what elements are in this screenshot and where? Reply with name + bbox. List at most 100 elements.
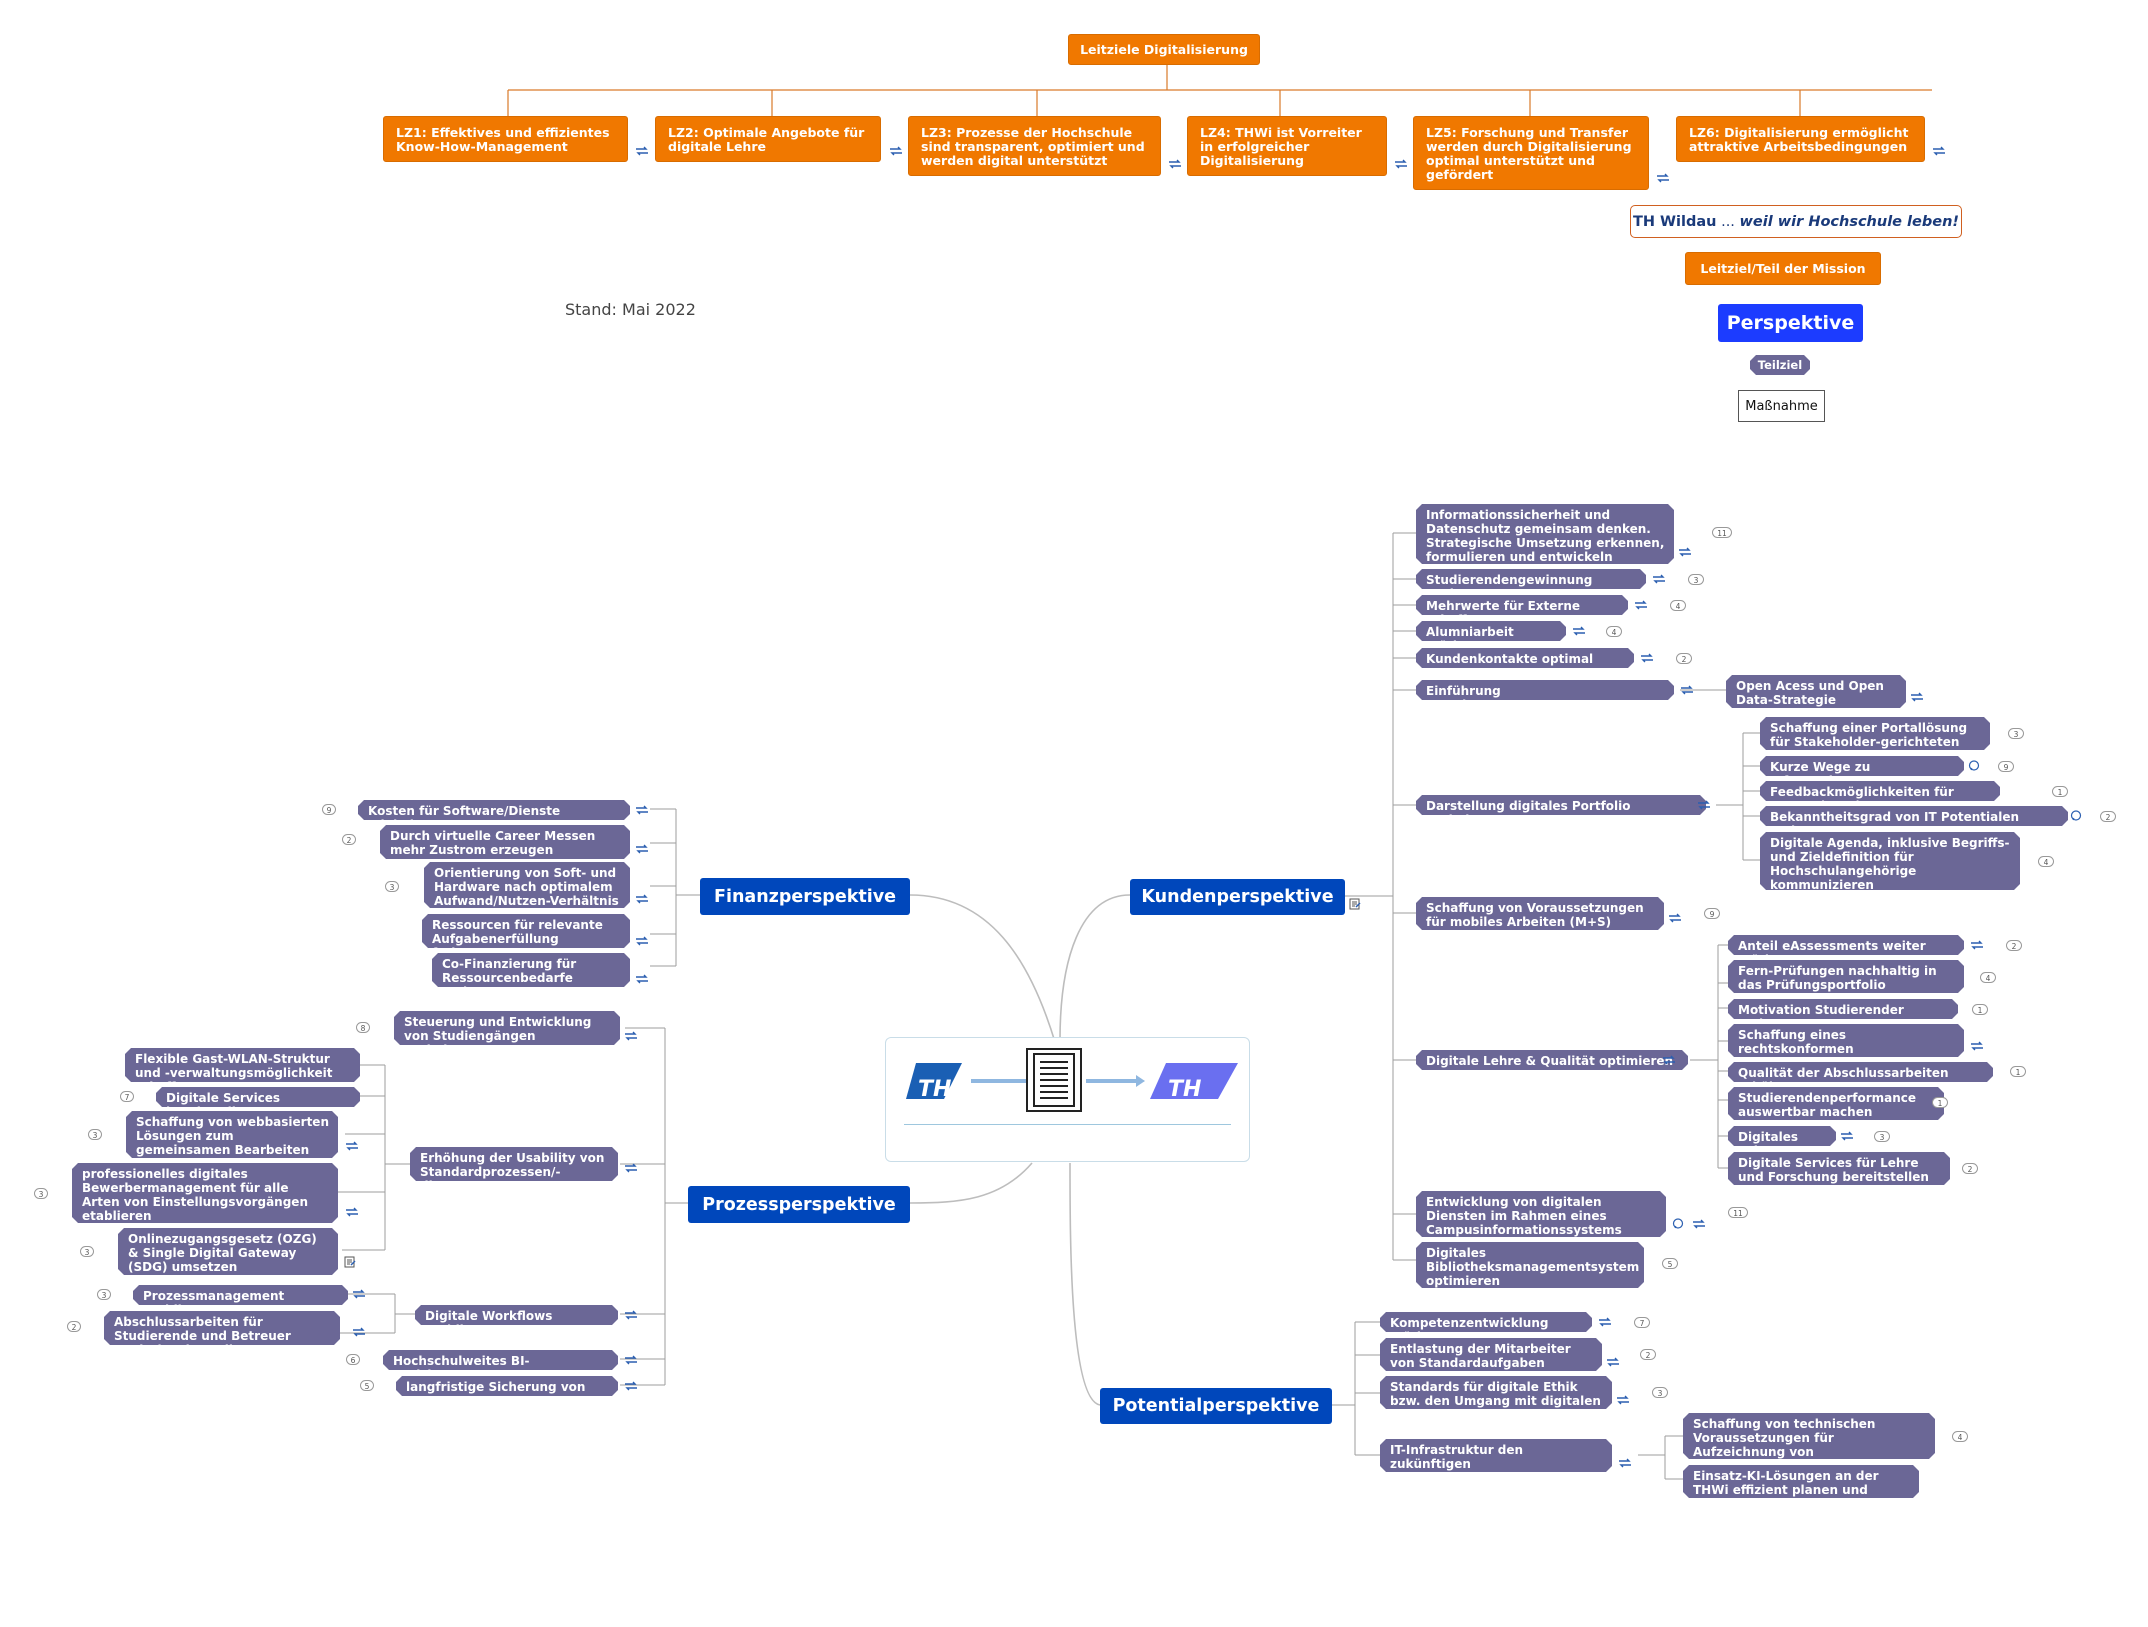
link-icon[interactable] xyxy=(1656,172,1670,184)
usability-child[interactable]: Flexible Gast-WLAN-Struktur und -verwalt… xyxy=(125,1048,360,1082)
portfolio-child[interactable]: Digitale Agenda, inklusive Begriffs- und… xyxy=(1760,832,2020,890)
link-icon[interactable] xyxy=(635,973,649,985)
link-icon[interactable] xyxy=(1634,599,1648,611)
link-icon[interactable] xyxy=(624,1162,638,1174)
comment-icon[interactable] xyxy=(1968,760,1980,772)
forschung-child[interactable]: Open Acess und Open Data-Strategie ausba… xyxy=(1726,675,1906,708)
prozess-workflows[interactable]: Digitale Workflows etablieren xyxy=(415,1305,618,1325)
link-icon[interactable] xyxy=(1652,573,1666,585)
goal-lz5[interactable]: LZ5: Forschung und Transfer werden durch… xyxy=(1413,116,1649,190)
kunden-item[interactable]: Kundenkontakte optimal nutzen xyxy=(1416,648,1634,668)
portfolio-child[interactable]: Feedbackmöglichkeiten für Nutzer (S+M) xyxy=(1760,781,2000,801)
kunden-item[interactable]: Einführung Forschungsmanagement xyxy=(1416,680,1674,700)
link-icon[interactable] xyxy=(1598,1316,1612,1328)
link-icon[interactable] xyxy=(635,145,649,157)
link-icon[interactable] xyxy=(1616,1394,1630,1406)
comment-icon[interactable] xyxy=(1672,1218,1684,1230)
finanz-item[interactable]: Orientierung von Soft- und Hardware nach… xyxy=(424,862,630,908)
link-icon[interactable] xyxy=(1697,799,1711,811)
prozess-bi[interactable]: Hochschulweites BI-Berichtswesen xyxy=(383,1350,618,1370)
prozess-daten[interactable]: langfristige Sicherung von Daten xyxy=(396,1376,618,1396)
link-icon[interactable] xyxy=(1678,546,1692,558)
link-icon[interactable] xyxy=(635,843,649,855)
main-goal[interactable]: Leitziele Digitalisierung xyxy=(1068,34,1260,65)
link-icon[interactable] xyxy=(1680,684,1694,696)
usability-child[interactable]: professionelles digitales Bewerbermanage… xyxy=(72,1163,338,1223)
link-icon[interactable] xyxy=(345,1140,359,1152)
potential-item[interactable]: Entlastung der Mitarbeiter von Standarda… xyxy=(1380,1338,1602,1371)
kunden-item[interactable]: Alumniarbeit stärken xyxy=(1416,621,1566,641)
note-icon[interactable] xyxy=(1349,898,1361,910)
link-icon[interactable] xyxy=(624,1030,638,1042)
potential-item[interactable]: Kompetenzentwicklung stärken xyxy=(1380,1312,1592,1332)
lehre-child[interactable]: Studierendenperformance auswertbar mache… xyxy=(1728,1087,1944,1120)
potential-perspective[interactable]: Potentialperspektive xyxy=(1100,1388,1332,1424)
portfolio-child[interactable]: Kurze Wege zu Informationen xyxy=(1760,756,1964,776)
lehre-child[interactable]: Anteil eAssessments weiter stärken xyxy=(1728,935,1964,955)
link-icon[interactable] xyxy=(1662,1054,1676,1066)
finanz-perspective[interactable]: Finanzperspektive xyxy=(700,878,910,915)
kunden-perspective[interactable]: Kundenperspektive xyxy=(1130,879,1345,915)
link-icon[interactable] xyxy=(635,935,649,947)
usability-child[interactable]: Schaffung von webbasierten Lösungen zum … xyxy=(126,1111,338,1158)
goal-lz4[interactable]: LZ4: THWi ist Vorreiter in erfolgreicher… xyxy=(1187,116,1387,176)
usability-child[interactable]: Digitale Services bereitstellen xyxy=(156,1087,360,1107)
kunden-item[interactable]: Schaffung von Voraussetzungen für mobile… xyxy=(1416,897,1664,930)
link-icon[interactable] xyxy=(345,1206,359,1218)
goal-lz3[interactable]: LZ3: Prozesse der Hochschule sind transp… xyxy=(908,116,1161,176)
lehre-child[interactable]: Digitales Labor xyxy=(1728,1126,1836,1146)
link-icon[interactable] xyxy=(1668,912,1682,924)
finanz-item[interactable]: Durch virtuelle Career Messen mehr Zustr… xyxy=(380,825,630,859)
usability-child[interactable]: Onlinezugangsgesetz (OZG) & Single Digit… xyxy=(118,1228,338,1275)
link-icon[interactable] xyxy=(1394,158,1408,170)
prozess-usability[interactable]: Erhöhung der Usability von Standardproze… xyxy=(410,1147,618,1181)
link-icon[interactable] xyxy=(635,804,649,816)
link-icon[interactable] xyxy=(1168,158,1182,170)
kunden-item[interactable]: Mehrwerte für Externe schaffen xyxy=(1416,595,1628,615)
link-icon[interactable] xyxy=(1606,1356,1620,1368)
center-logo-box[interactable]: TH TH xyxy=(885,1037,1250,1162)
kunden-item[interactable]: Digitales Bibliotheksmanagementsystem op… xyxy=(1416,1242,1644,1288)
finanz-item[interactable]: Kosten für Software/Dienste minimieren xyxy=(358,800,630,820)
kunden-item[interactable]: Studierendengewinnung ausbauen xyxy=(1416,569,1646,589)
link-icon[interactable] xyxy=(1970,939,1984,951)
note-icon[interactable] xyxy=(344,1256,356,1268)
potential-item[interactable]: Standards für digitale Ethik bzw. den Um… xyxy=(1380,1376,1612,1409)
portfolio-child[interactable]: Bekanntheitsgrad von IT Potentialen stei… xyxy=(1760,806,2068,826)
goal-lz1[interactable]: LZ1: Effektives und effizientes Know-How… xyxy=(383,116,628,162)
lehre-child[interactable]: Schaffung eines rechtskonformen Langzeit… xyxy=(1728,1024,1964,1057)
link-icon[interactable] xyxy=(1970,1040,1984,1052)
finanz-item[interactable]: Ressourcen für relevante Aufgabenerfüllu… xyxy=(422,914,630,948)
lehre-child[interactable]: Digitale Services für Lehre und Forschun… xyxy=(1728,1152,1950,1185)
lehre-child[interactable]: Qualität der Abschlussarbeiten erhöhen xyxy=(1728,1062,1993,1082)
it-child[interactable]: Einsatz-KI-Lösungen an der THWi effizien… xyxy=(1683,1465,1919,1498)
potential-item[interactable]: IT-Infrastruktur den zukünftigen Herausf… xyxy=(1380,1439,1612,1472)
lehre-child[interactable]: Motivation Studierender steigern xyxy=(1728,999,1958,1019)
workflows-child[interactable]: Prozessmanagement etablieren xyxy=(133,1285,348,1305)
goal-lz6[interactable]: LZ6: Digitalisierung ermöglicht attrakti… xyxy=(1676,116,1925,162)
link-icon[interactable] xyxy=(352,1326,366,1338)
link-icon[interactable] xyxy=(1932,145,1946,157)
link-icon[interactable] xyxy=(635,893,649,905)
kunden-item[interactable]: Darstellung digitales Portfolio optimier… xyxy=(1416,795,1706,815)
link-icon[interactable] xyxy=(889,145,903,157)
goal-lz2[interactable]: LZ2: Optimale Angebote für digitale Lehr… xyxy=(655,116,881,162)
link-icon[interactable] xyxy=(1640,652,1654,664)
link-icon[interactable] xyxy=(624,1380,638,1392)
comment-icon[interactable] xyxy=(2070,810,2082,822)
lehre-child[interactable]: Fern-Prüfungen nachhaltig in das Prüfung… xyxy=(1728,960,1964,993)
link-icon[interactable] xyxy=(352,1288,366,1300)
kunden-item[interactable]: Informationssicherheit und Datenschutz g… xyxy=(1416,504,1674,564)
link-icon[interactable] xyxy=(1840,1130,1854,1142)
link-icon[interactable] xyxy=(1618,1457,1632,1469)
portfolio-child[interactable]: Schaffung einer Portallösung für Stakeho… xyxy=(1760,717,1990,750)
prozess-perspective[interactable]: Prozessperspektive xyxy=(688,1186,910,1223)
workflows-child[interactable]: Abschlussarbeiten für Studierende und Be… xyxy=(104,1311,340,1345)
kunden-item[interactable]: Digitale Lehre & Qualität optimieren xyxy=(1416,1050,1688,1070)
it-child[interactable]: Schaffung von technischen Voraussetzunge… xyxy=(1683,1413,1935,1459)
prozess-steuerung[interactable]: Steuerung und Entwicklung von Studiengän… xyxy=(394,1011,620,1045)
link-icon[interactable] xyxy=(624,1309,638,1321)
kunden-item[interactable]: Entwicklung von digitalen Diensten im Ra… xyxy=(1416,1191,1666,1237)
finanz-item[interactable]: Co-Finanzierung für Ressourcenbedarfe st… xyxy=(432,953,630,987)
link-icon[interactable] xyxy=(1692,1218,1706,1230)
